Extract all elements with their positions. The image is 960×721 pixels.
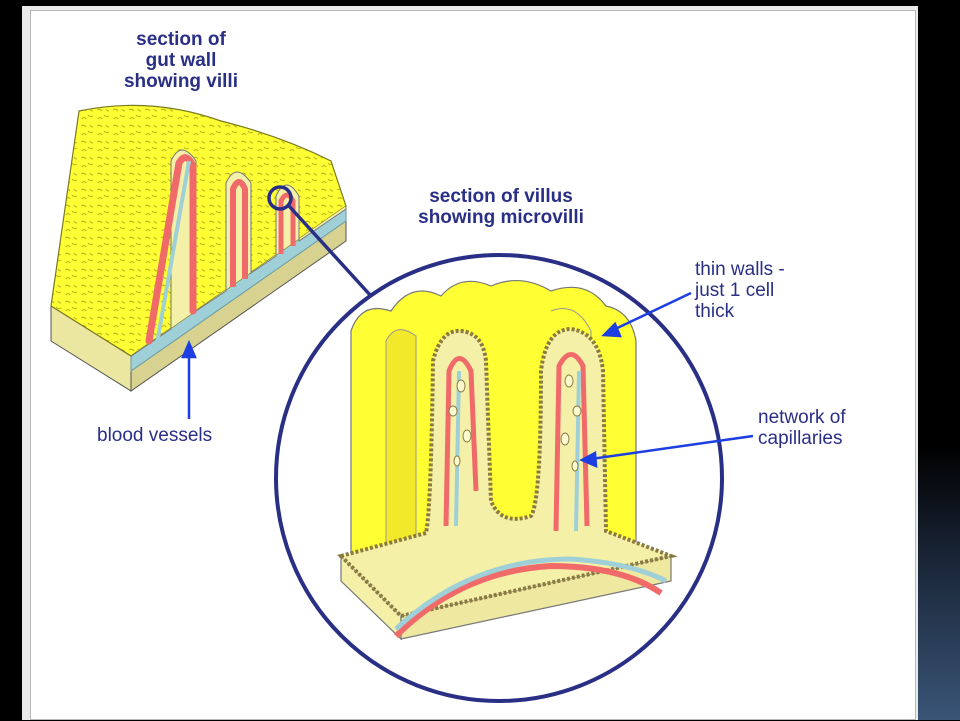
villus-vein-left <box>454 370 461 527</box>
villus-title-line1: section of villus <box>429 186 573 207</box>
magnifier-circle-icon <box>267 185 293 211</box>
gut-wall-title-line2: gut wall <box>145 50 217 71</box>
thin-walls-line1: thin walls - <box>695 259 785 280</box>
villi-diagram: section of gut wall showing villi sectio… <box>30 10 916 720</box>
villus-artery-right <box>553 352 590 532</box>
slide-edge-gradient <box>918 0 960 720</box>
gut-wall-artery <box>145 154 197 345</box>
gut-wall-artery-2 <box>230 179 248 287</box>
thin-walls-arrowhead <box>601 321 622 338</box>
villi-cut-face-zoom <box>337 326 678 619</box>
gut-wall-artery-3 <box>278 192 296 254</box>
network-label: network of capillaries <box>758 407 846 449</box>
villus-title: section of villus showing microvilli <box>381 186 621 228</box>
network-line2: capillaries <box>758 428 843 449</box>
villus-artery-left <box>443 356 479 527</box>
gut-wall-vein <box>154 160 191 350</box>
villus-base-artery <box>393 562 663 639</box>
villi-mass <box>50 104 347 357</box>
gut-wall-title: section of gut wall showing villi <box>91 29 271 92</box>
villus-section <box>337 279 678 641</box>
gut-wall-title-line1: section of <box>136 29 226 50</box>
diagram-artwork <box>50 104 754 703</box>
thin-walls-label: thin walls - just 1 cell thick <box>695 259 785 322</box>
gut-wall-section <box>50 104 347 392</box>
magnifier-connector <box>287 204 373 298</box>
blood-vessels-arrowhead <box>181 339 197 359</box>
capillaries-pointer <box>590 434 754 461</box>
villus-title-line2: showing microvilli <box>418 207 584 228</box>
capillary-network <box>448 374 582 472</box>
thin-walls-line3: thick <box>695 301 735 322</box>
network-line1: network of <box>758 407 846 428</box>
blood-vessels-label: blood vessels <box>97 425 213 446</box>
thin-walls-line2: just 1 cell <box>695 280 775 301</box>
thin-walls-pointer <box>610 291 692 333</box>
label-pointers <box>181 291 754 468</box>
gut-wall-title-line3: showing villi <box>123 71 238 92</box>
villus-vein-right <box>574 370 581 532</box>
villus-base-vein <box>394 556 668 631</box>
capillaries-arrowhead <box>579 450 598 468</box>
